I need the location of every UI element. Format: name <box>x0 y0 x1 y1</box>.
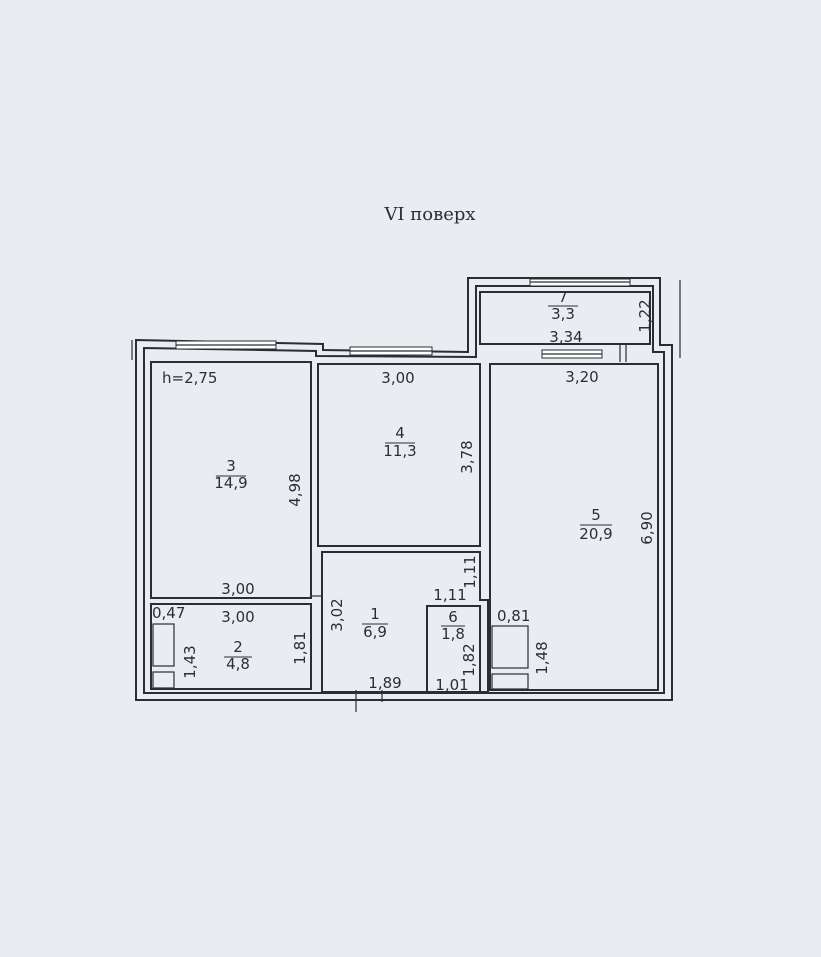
room-label-2: 2 4,8 <box>224 638 252 673</box>
dim-room2-height: 1,81 <box>291 631 309 664</box>
svg-text:2: 2 <box>233 638 243 656</box>
dim-room2-niche: 0,47 <box>152 604 185 622</box>
dim-room3-width-bottom: 3,00 <box>221 580 254 598</box>
svg-text:3,3: 3,3 <box>551 305 575 323</box>
svg-text:11,3: 11,3 <box>383 442 416 460</box>
svg-text:3: 3 <box>226 457 236 475</box>
room-label-5: 5 20,9 <box>579 506 612 543</box>
svg-text:5: 5 <box>591 506 601 524</box>
dim-room5-width: 3,20 <box>565 368 598 386</box>
svg-text:6,9: 6,9 <box>363 623 387 641</box>
room-label-7: 7 3,3 <box>548 288 578 323</box>
svg-text:6: 6 <box>448 608 458 626</box>
dim-room5-niche-width: 0,81 <box>497 607 530 625</box>
dim-room4-height: 3,78 <box>458 440 476 473</box>
dim-room3-height: 4,98 <box>286 473 304 506</box>
room-label-3: 3 14,9 <box>214 457 247 492</box>
windows <box>175 278 631 362</box>
svg-text:4: 4 <box>395 424 405 442</box>
dim-room2-niche-height: 1,43 <box>181 645 199 678</box>
dim-room6-width-bottom: 1,01 <box>435 676 468 694</box>
dim-corridor-gap: 1,11 <box>461 555 479 588</box>
dim-balcony-width: 3,34 <box>549 328 582 346</box>
dim-room5-height: 6,90 <box>638 511 656 544</box>
room-label-6: 6 1,8 <box>441 608 465 643</box>
room-label-1: 1 6,9 <box>362 605 388 641</box>
dim-room1-width: 1,89 <box>368 674 401 692</box>
floor-title: VI поверх <box>383 204 475 225</box>
svg-text:4,8: 4,8 <box>226 655 250 673</box>
dim-room1-height: 3,02 <box>328 598 346 631</box>
outer-walls <box>131 277 681 701</box>
dim-room2-width: 3,00 <box>221 608 254 626</box>
svg-text:14,9: 14,9 <box>214 474 247 492</box>
svg-text:1: 1 <box>370 605 380 623</box>
svg-text:20,9: 20,9 <box>579 525 612 543</box>
svg-text:1,8: 1,8 <box>441 625 465 643</box>
dim-balcony-depth: 1,22 <box>636 299 654 332</box>
svg-text:7: 7 <box>558 288 568 306</box>
dim-room6-height: 1,82 <box>460 643 478 676</box>
interior-walls <box>150 291 659 712</box>
dim-room5-niche-height: 1,48 <box>533 641 551 674</box>
dim-room6-width-top: 1,11 <box>433 586 466 604</box>
room-label-4: 4 11,3 <box>383 424 416 460</box>
ceiling-height-note: h=2,75 <box>162 369 217 387</box>
dim-room4-width: 3,00 <box>381 369 414 387</box>
